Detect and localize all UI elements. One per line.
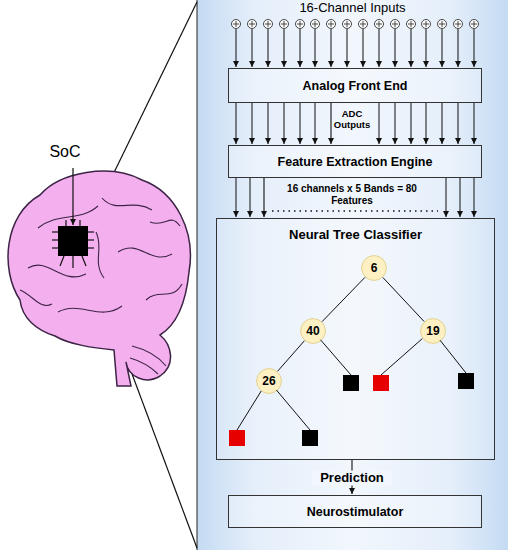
node-title: Neurostimulator <box>307 505 404 519</box>
node-number: 40 <box>306 324 319 338</box>
chip-pin <box>88 231 94 232</box>
chip-pin <box>65 220 66 226</box>
node-number: 19 <box>426 324 439 338</box>
tree-node-circle <box>301 319 326 344</box>
node-title: Neural Tree Classifier <box>217 227 494 242</box>
brain-outline <box>8 171 190 386</box>
process-box: Neurostimulator <box>228 495 482 528</box>
tree-node: 19 <box>420 318 446 344</box>
node-title: 16-Channel Inputs <box>197 0 508 15</box>
node-number: 6 <box>371 261 378 275</box>
tree-node: 6 <box>361 255 387 281</box>
chip-pin <box>88 247 94 248</box>
edge-label: Prediction <box>312 471 392 486</box>
node-title: Analog Front End <box>303 79 408 93</box>
tree-node: 26 <box>256 368 282 394</box>
chip-pin <box>79 220 80 226</box>
soc-chip <box>58 226 88 256</box>
brain-gyrus <box>146 284 182 300</box>
tree-node-circle <box>362 256 387 281</box>
chip-pin <box>88 239 94 240</box>
process-box: Feature Extraction Engine <box>228 145 482 178</box>
chip-pin <box>60 256 64 266</box>
zoom-line <box>88 2 197 226</box>
tree-node-circle <box>257 369 282 394</box>
brain-gyri <box>20 198 182 374</box>
chip-pins <box>52 220 94 268</box>
cerebellum-fold <box>130 358 158 374</box>
brain-gyrus <box>102 198 152 210</box>
zoom-line <box>88 256 197 548</box>
chip-pin <box>52 247 58 248</box>
brain-gyrus <box>38 206 98 228</box>
cerebellum-fold <box>132 346 166 366</box>
chip-pin <box>72 256 73 268</box>
pointer-arrow <box>72 168 73 225</box>
node-number: 26 <box>262 374 275 388</box>
brain-gyrus <box>118 248 172 257</box>
brain-gyrus <box>96 232 104 278</box>
brain-gyrus <box>20 290 52 305</box>
edge-label: 16 channels x 5 Bands = 80 Features <box>277 183 427 206</box>
process-box: Analog Front End <box>228 68 482 103</box>
chip-pin <box>52 231 58 232</box>
classifier-box: Neural Tree Classifier 6 40 19 26 <box>216 218 495 460</box>
tree-node-circle <box>421 319 446 344</box>
brain-gyrus <box>150 220 180 226</box>
part-label: SoC <box>40 143 90 161</box>
tree-node: 40 <box>300 318 326 344</box>
chip-pin <box>52 239 58 240</box>
node-title: Feature Extraction Engine <box>278 155 433 169</box>
edge-label: ADC Outputs <box>329 109 375 131</box>
brain-gyrus <box>28 265 86 277</box>
zoom-panel: 16-Channel InputsAnalog Front EndFeature… <box>197 0 508 550</box>
chip-pin <box>82 256 86 266</box>
brain-gyrus <box>58 306 122 312</box>
